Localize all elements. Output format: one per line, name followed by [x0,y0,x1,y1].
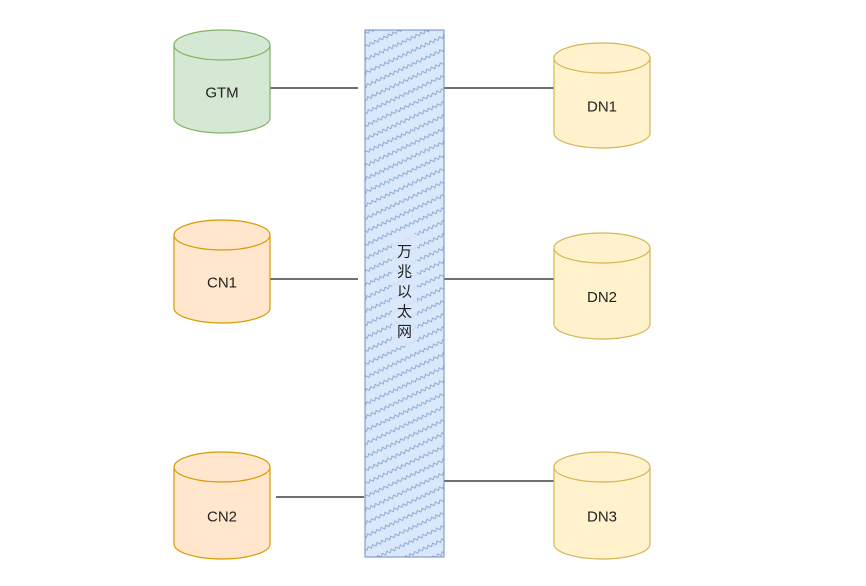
db-node-label: CN2 [207,508,237,525]
db-node-gtm: GTM [173,29,271,134]
db-node-label: GTM [205,84,238,101]
db-cylinder-top [173,29,271,61]
db-node-cn2: CN2 [173,451,271,560]
connections [269,87,556,498]
db-node-dn2: DN2 [553,232,651,340]
db-node-label: DN1 [587,98,617,115]
db-cylinder-top [553,451,651,483]
db-cylinder-body [173,235,271,324]
db-cylinder-top [173,219,271,251]
db-node-label: DN2 [587,289,617,306]
db-cylinder-top [553,232,651,264]
db-node-dn3: DN3 [553,451,651,560]
db-cylinder-body [553,248,651,340]
db-node-label: CN1 [207,274,237,291]
db-cylinder-top [173,451,271,483]
network-label-char: 兆 [397,263,412,281]
network-label-char: 以 [397,283,412,301]
db-cylinder-body [173,45,271,134]
db-cylinder-body [553,58,651,149]
db-cylinder-top [553,42,651,74]
db-node-label: DN3 [587,508,617,525]
db-cylinder-body [553,467,651,560]
network-bus-label-backdrop [392,234,417,346]
network-label-char: 太 [397,303,412,321]
db-cylinder-body [173,467,271,560]
db-node-cn1: CN1 [173,219,271,324]
network-label-char: 万 [397,243,412,261]
network-label-char: 网 [397,323,412,341]
db-node-dn1: DN1 [553,42,651,149]
